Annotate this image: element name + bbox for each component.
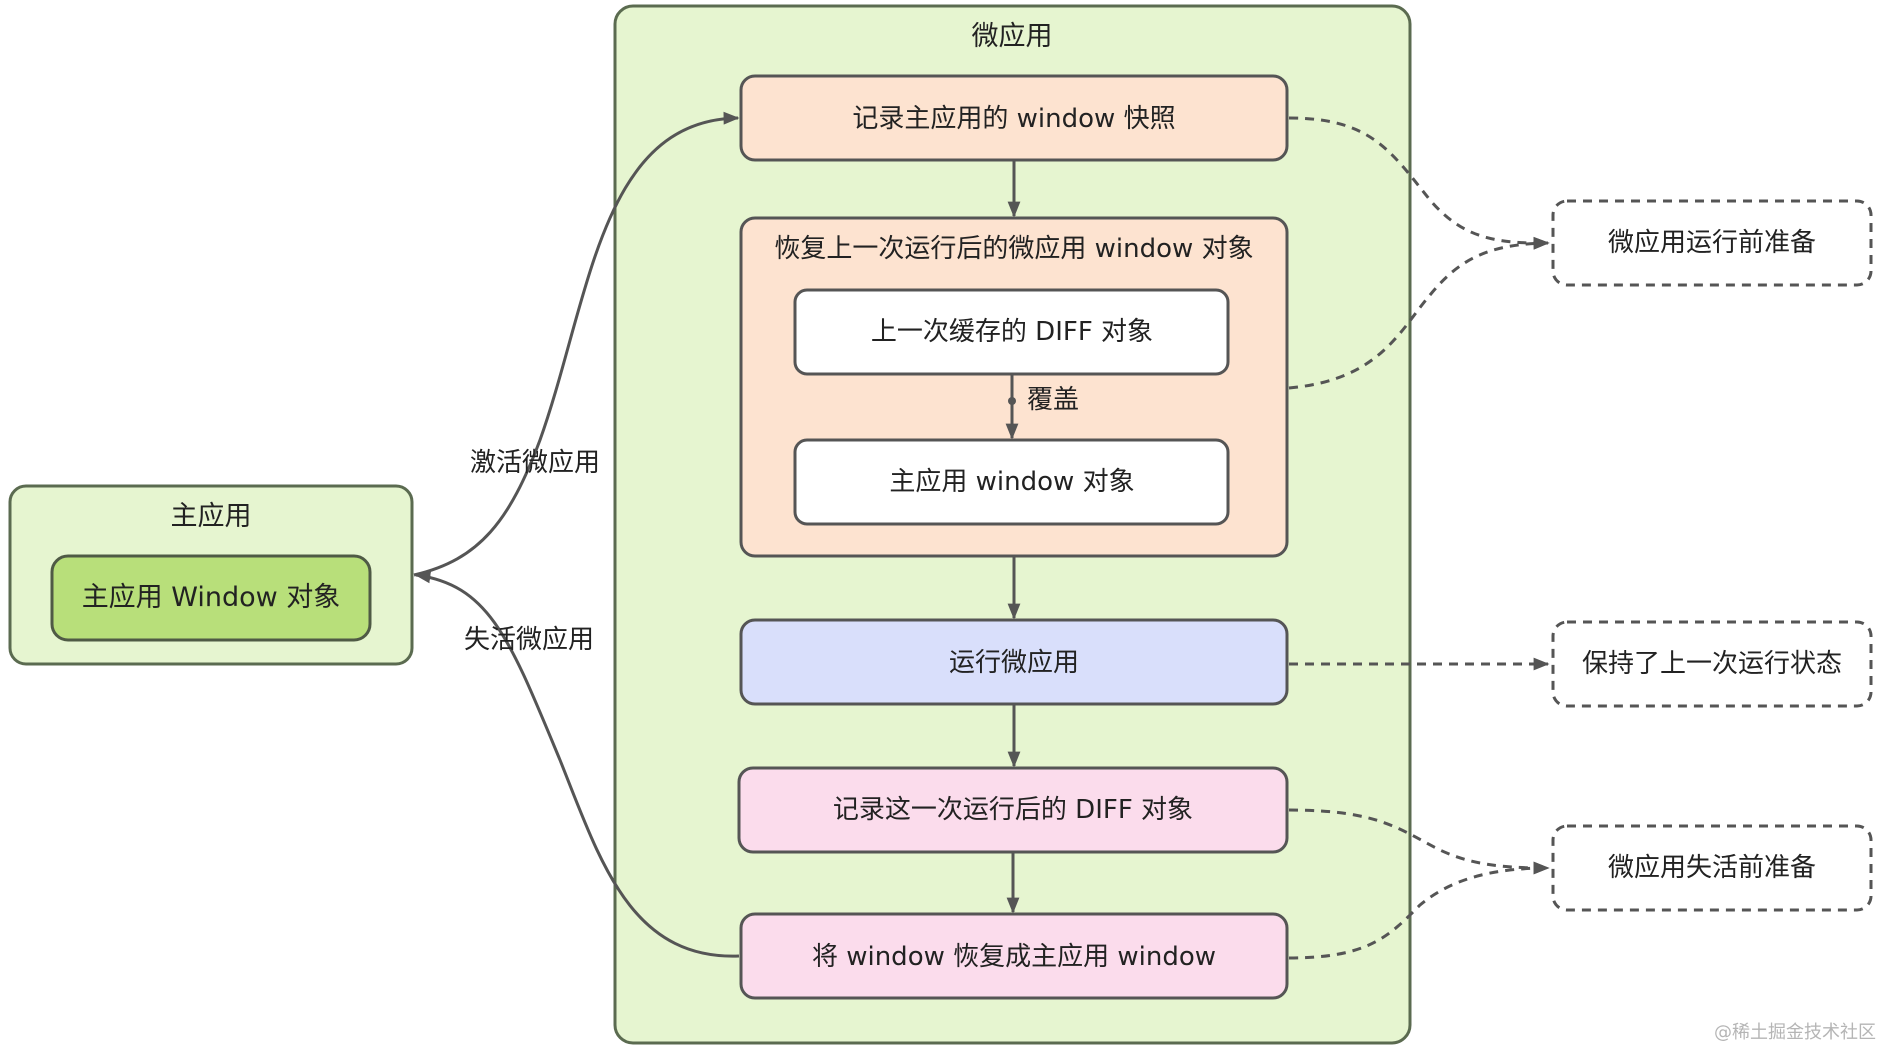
prepare-run-label: 微应用运行前准备	[1608, 228, 1816, 258]
override-label: 覆盖	[1027, 385, 1079, 415]
micro-app-container: 微应用 记录主应用的 window 快照 恢复上一次运行后的微应用 window…	[613, 4, 1412, 1045]
activation-edges	[413, 111, 740, 958]
override-dot	[1008, 397, 1016, 405]
prepare-deactivate-label: 微应用失活前准备	[1608, 853, 1816, 883]
keep-state-label: 保持了上一次运行状态	[1582, 649, 1842, 679]
prepare-run-box	[1551, 199, 1873, 287]
record-diff-step-label: 记录这一次运行后的 DIFF 对象	[833, 795, 1193, 825]
main-window-object-label: 主应用 Window 对象	[82, 582, 341, 613]
activate-edge	[413, 111, 740, 577]
restore-main-step-label: 将 window 恢复成主应用 window	[812, 942, 1216, 972]
prepare-deactivate-box	[1551, 824, 1873, 912]
dashed-connectors	[1288, 116, 1550, 960]
main-app-container: 主应用 主应用 Window 对象	[8, 484, 414, 666]
activate-label: 激活微应用	[470, 448, 600, 478]
record-to-prepare-deactivate	[1288, 808, 1550, 875]
deactivate-edge	[414, 570, 740, 958]
main-window-inner-box	[793, 438, 1230, 526]
restore-main-to-prepare-deactivate	[1288, 861, 1550, 960]
restore-to-prepare-run	[1288, 236, 1550, 390]
main-window-object-box	[50, 554, 372, 642]
main-window-inner-label: 主应用 window 对象	[889, 467, 1134, 497]
run-step-label: 运行微应用	[949, 648, 1079, 678]
deactivate-label: 失活微应用	[464, 625, 594, 655]
watermark: @稀土掘金技术社区	[1714, 1022, 1876, 1043]
cached-diff-label: 上一次缓存的 DIFF 对象	[871, 317, 1153, 347]
keep-state-box	[1551, 620, 1873, 708]
restore-step-label: 恢复上一次运行后的微应用 window 对象	[774, 234, 1253, 264]
snapshot-step-label: 记录主应用的 window 快照	[852, 104, 1175, 134]
micro-app-title: 微应用	[972, 21, 1053, 52]
main-app-title: 主应用	[171, 501, 252, 532]
side-notes: 微应用运行前准备 保持了上一次运行状态 微应用失活前准备	[1551, 199, 1873, 912]
flow-arrows	[1005, 160, 1021, 914]
restore-main-step-box	[739, 912, 1289, 1000]
